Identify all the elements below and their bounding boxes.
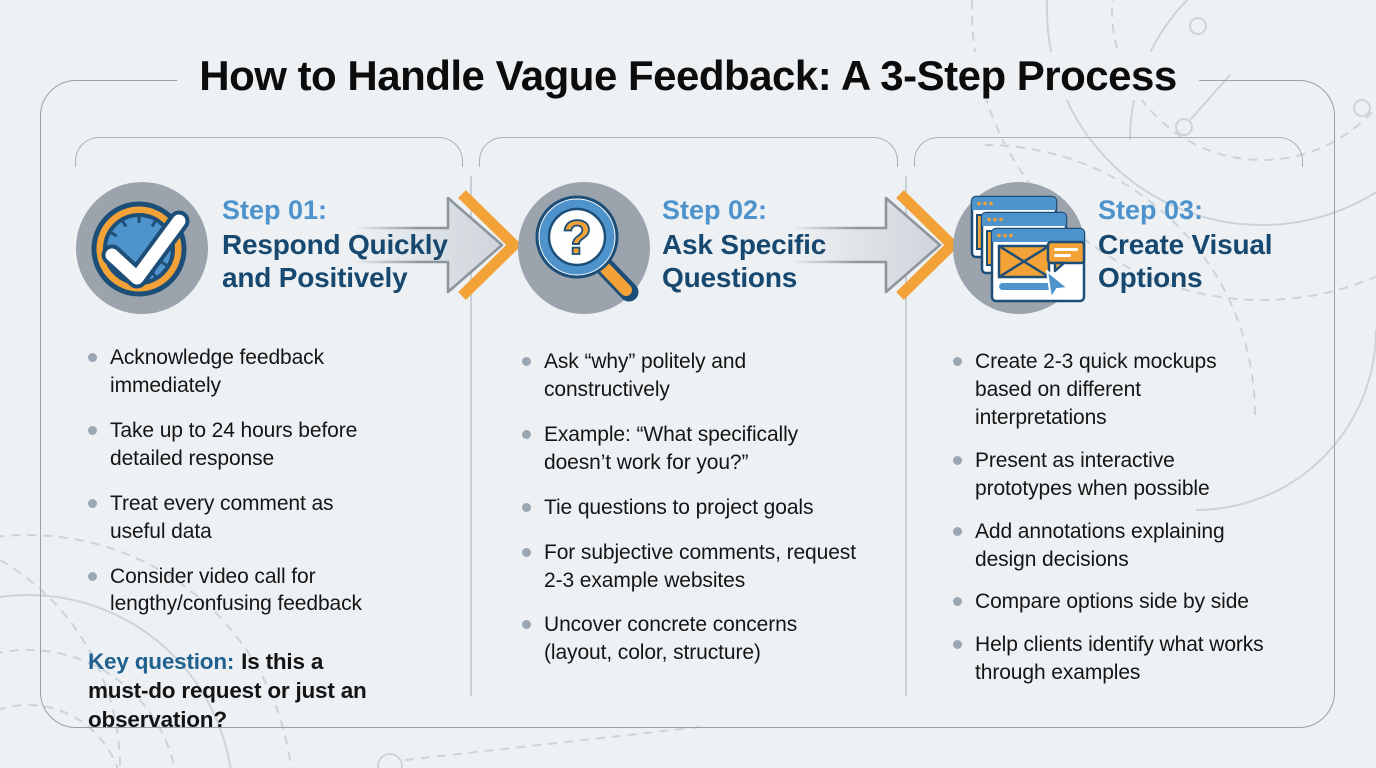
bullet-text: Consider video call for lengthy/confusin…	[110, 564, 362, 616]
column-tab-step3	[914, 137, 1303, 167]
step1-label: Step 01:	[222, 195, 328, 225]
bullet-text: Uncover concrete concerns (layout, color…	[544, 613, 798, 665]
bullet-text: Acknowledge feedback immediately	[110, 346, 324, 397]
list-item: Treat every comment as useful data	[88, 490, 388, 546]
list-item: Present as interactive prototypes when p…	[953, 447, 1268, 503]
bullet-dot-icon	[522, 547, 531, 557]
step1-bullet-list: Acknowledge feedback immediately Take up…	[88, 344, 388, 734]
list-item: Help clients identify what works through…	[953, 631, 1268, 687]
list-item: Create 2-3 quick mockups based on differ…	[953, 348, 1268, 432]
list-item: Uncover concrete concerns (layout, color…	[522, 611, 862, 667]
bullet-text: Tie questions to project goals	[544, 495, 814, 519]
page-title: How to Handle Vague Feedback: A 3-Step P…	[177, 52, 1199, 100]
key-question-label: Key question:	[88, 649, 235, 675]
bullet-text: Compare options side by side	[975, 590, 1249, 614]
step3-label: Step 03:	[1098, 195, 1204, 225]
bullet-dot-icon	[522, 502, 531, 512]
list-item: Tie questions to project goals	[522, 494, 862, 522]
list-item: Example: “What specifically doesn’t work…	[522, 421, 862, 477]
bullet-text: Present as interactive prototypes when p…	[975, 448, 1210, 500]
bullet-dot-icon	[88, 425, 97, 435]
step2-title: Ask Specific Questions	[662, 228, 827, 293]
bullet-text: Create 2-3 quick mockups based on differ…	[975, 350, 1217, 429]
bullet-text: Take up to 24 hours before detailed resp…	[110, 418, 358, 470]
list-item: Ask “why” politely and constructively	[522, 348, 862, 404]
bullet-dot-icon	[953, 526, 962, 536]
bullet-text: Help clients identify what works through…	[975, 633, 1264, 685]
list-item: Take up to 24 hours before detailed resp…	[88, 417, 388, 473]
bullet-dot-icon	[522, 429, 531, 439]
list-item: Add annotations explaining design decisi…	[953, 518, 1268, 574]
bullet-dot-icon	[88, 498, 97, 508]
browser-mockups-icon	[953, 182, 1086, 314]
bullet-dot-icon	[953, 357, 962, 366]
key-question-text: Is this a must-do request or just an obs…	[88, 649, 367, 732]
bullet-text: Treat every comment as useful data	[110, 491, 334, 543]
step2-label: Step 02:	[662, 195, 768, 225]
list-item: Consider video call for lengthy/confusin…	[88, 563, 388, 619]
step3-bullet-list: Create 2-3 quick mockups based on differ…	[953, 348, 1268, 687]
bullet-dot-icon	[953, 640, 962, 650]
column-tab-step1	[75, 137, 463, 167]
bullet-text: For subjective comments, request 2-3 exa…	[544, 540, 856, 592]
magnifier-question-icon: ?	[518, 182, 650, 314]
step1-title: Respond Quickly and Positively	[222, 228, 448, 293]
list-item: Compare options side by side	[953, 588, 1268, 616]
step-arrow-icon	[790, 190, 960, 300]
list-item: For subjective comments, request 2-3 exa…	[522, 539, 862, 595]
bullet-text: Add annotations explaining design decisi…	[975, 519, 1225, 571]
bullet-dot-icon	[88, 353, 97, 362]
key-question: Key question:Is this a must-do request o…	[88, 648, 388, 734]
step1-header: Step 01: Respond Quickly and Positively	[222, 194, 474, 294]
step-arrow-icon	[352, 190, 522, 300]
step2-header: Step 02: Ask Specific Questions	[662, 194, 882, 294]
bullet-dot-icon	[522, 357, 531, 366]
bullet-dot-icon	[953, 597, 962, 607]
bullet-text: Ask “why” politely and constructively	[544, 350, 747, 401]
step3-title: Create Visual Options	[1098, 228, 1273, 293]
step3-header: Step 03: Create Visual Options	[1098, 194, 1318, 294]
bullet-dot-icon	[953, 455, 962, 465]
list-item: Acknowledge feedback immediately	[88, 344, 388, 400]
bullet-text: Example: “What specifically doesn’t work…	[544, 422, 799, 474]
clock-checkmark-icon	[76, 182, 208, 314]
step2-bullet-list: Ask “why” politely and constructively Ex…	[522, 348, 862, 667]
bullet-dot-icon	[522, 620, 531, 630]
bullet-dot-icon	[88, 571, 97, 581]
svg-text:?: ?	[562, 212, 591, 265]
column-divider	[905, 176, 907, 696]
column-tab-step2	[479, 137, 898, 167]
column-divider	[470, 176, 472, 696]
